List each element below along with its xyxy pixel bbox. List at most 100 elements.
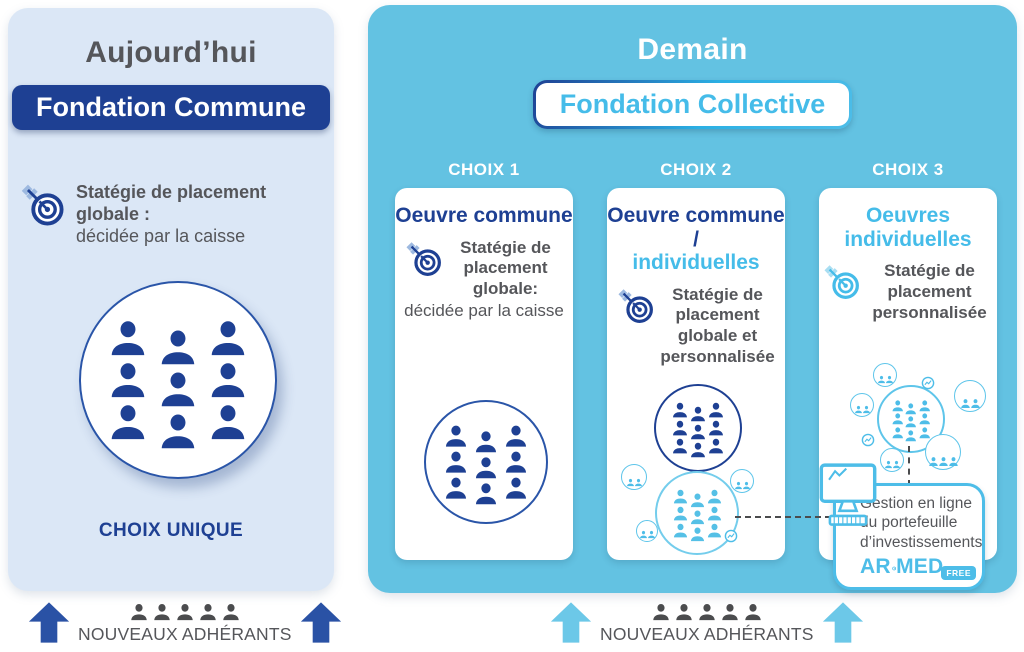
aromed-logo-prefix: AR <box>860 555 891 579</box>
person-icon <box>672 505 689 522</box>
choix-2-strategy: Statégie de placement globale et personn… <box>607 285 785 368</box>
person-icon <box>904 429 918 443</box>
small-group-circle <box>954 380 986 412</box>
choix-unique-label: CHOIX UNIQUE <box>98 520 244 541</box>
choix-2-card: Oeuvre commune / individuelles Statégie … <box>607 188 785 560</box>
person-icon <box>706 505 723 522</box>
person-icon <box>671 401 689 419</box>
person-icon <box>473 429 499 455</box>
person-icon <box>443 475 469 501</box>
person-icon <box>689 441 707 459</box>
person-icon <box>948 456 959 467</box>
left-strategy-block: Statégie de placement globale : décidée … <box>8 182 334 249</box>
fondation-collective-badge-text: Fondation Collective <box>535 83 850 126</box>
person-icon <box>157 368 199 410</box>
person-icon <box>157 326 199 368</box>
person-icon <box>129 602 149 622</box>
free-badge: FREE <box>941 566 976 581</box>
new-members-right-center: NOUVEAUX ADHÉRANTS <box>600 602 814 645</box>
person-icon <box>107 359 149 401</box>
left-strategy-title: Statégie de placement globale : <box>76 182 267 224</box>
panel-aujourdhui: Aujourd’hui Fondation Commune Statégie d… <box>8 8 334 591</box>
small-group-circle <box>621 464 647 490</box>
choix-1-card: Oeuvre commune Statégie de placement glo… <box>395 188 573 560</box>
person-icon <box>175 602 195 622</box>
person-icon <box>198 602 218 622</box>
monitor-icon <box>817 460 879 534</box>
person-icon <box>207 359 249 401</box>
person-icon <box>503 449 529 475</box>
person-icon <box>473 481 499 507</box>
fondation-commune-badge: Fondation Commune <box>12 85 330 130</box>
members-grid <box>672 488 723 539</box>
person-icon <box>647 530 656 539</box>
chart-icon <box>724 529 738 543</box>
person-icon <box>689 508 706 525</box>
choix-1-title: Oeuvre commune <box>395 204 573 227</box>
choix-2-strategy-title: Statégie de placement globale et personn… <box>660 284 775 366</box>
person-icon <box>918 412 932 426</box>
small-group-circle <box>636 520 658 542</box>
person-icon <box>503 475 529 501</box>
members-grid <box>891 399 932 440</box>
person-icon <box>891 426 905 440</box>
choix-1-strategy: Statégie de placement globale: <box>395 238 573 300</box>
choix-2-individual-circle <box>655 471 739 555</box>
person-icon <box>862 405 871 414</box>
target-icon <box>617 287 655 325</box>
choix-2-label: CHOIX 2 <box>660 160 732 179</box>
small-group-circle <box>880 448 904 472</box>
person-icon <box>707 419 725 437</box>
person-icon <box>671 419 689 437</box>
aromed-logo-suffix: MED <box>896 555 944 579</box>
person-icon <box>918 426 932 440</box>
person-icon <box>904 415 918 429</box>
person-icon <box>634 478 643 487</box>
left-strategy-text: Statégie de placement globale : décidée … <box>76 182 326 249</box>
new-members-left: NOUVEAUX ADHÉRANTS <box>28 600 342 645</box>
new-members-left-center: NOUVEAUX ADHÉRANTS <box>78 602 292 645</box>
person-icon <box>892 460 901 469</box>
person-icon <box>672 522 689 539</box>
new-members-people <box>651 602 763 623</box>
person-icon <box>473 455 499 481</box>
target-icon <box>405 240 443 278</box>
callout-line-2: du portefeuille <box>860 514 958 532</box>
up-arrow-icon <box>822 600 864 645</box>
person-icon <box>152 602 172 622</box>
person-icon <box>707 401 725 419</box>
chart-icon <box>921 376 935 390</box>
person-icon <box>904 402 918 416</box>
choix-1-strategy-detail: décidée par la caisse <box>404 300 564 320</box>
up-arrow-icon <box>550 600 592 645</box>
person-icon <box>707 437 725 455</box>
target-icon <box>20 182 66 228</box>
person-icon <box>443 449 469 475</box>
small-group-circle <box>730 469 754 493</box>
up-arrow-icon <box>300 600 342 645</box>
person-icon <box>221 602 241 622</box>
person-icon <box>674 602 694 622</box>
new-members-right-label: NOUVEAUX ADHÉRANTS <box>600 624 814 644</box>
person-icon <box>207 317 249 359</box>
person-icon <box>672 488 689 505</box>
choix-3-title: Oeuvres individuelles <box>844 204 972 251</box>
person-icon <box>743 602 763 622</box>
dashed-connector-horizontal <box>735 516 831 518</box>
person-icon <box>689 491 706 508</box>
callout-line-3: d’investissements <box>860 533 983 551</box>
right-panel-title: Demain <box>637 33 748 66</box>
choix-1-label: CHOIX 1 <box>448 160 520 179</box>
small-group-circle <box>925 434 961 470</box>
choix-3-label: CHOIX 3 <box>872 160 944 179</box>
person-icon <box>689 423 707 441</box>
person-icon <box>107 317 149 359</box>
person-icon <box>207 401 249 443</box>
person-icon <box>671 437 689 455</box>
target-icon <box>823 263 861 301</box>
aromed-logo: AR MED FREE <box>860 555 976 581</box>
choix-2-title: Oeuvre commune / individuelles <box>607 204 785 275</box>
small-group-circle <box>850 393 874 417</box>
common-members-circle <box>79 281 277 479</box>
